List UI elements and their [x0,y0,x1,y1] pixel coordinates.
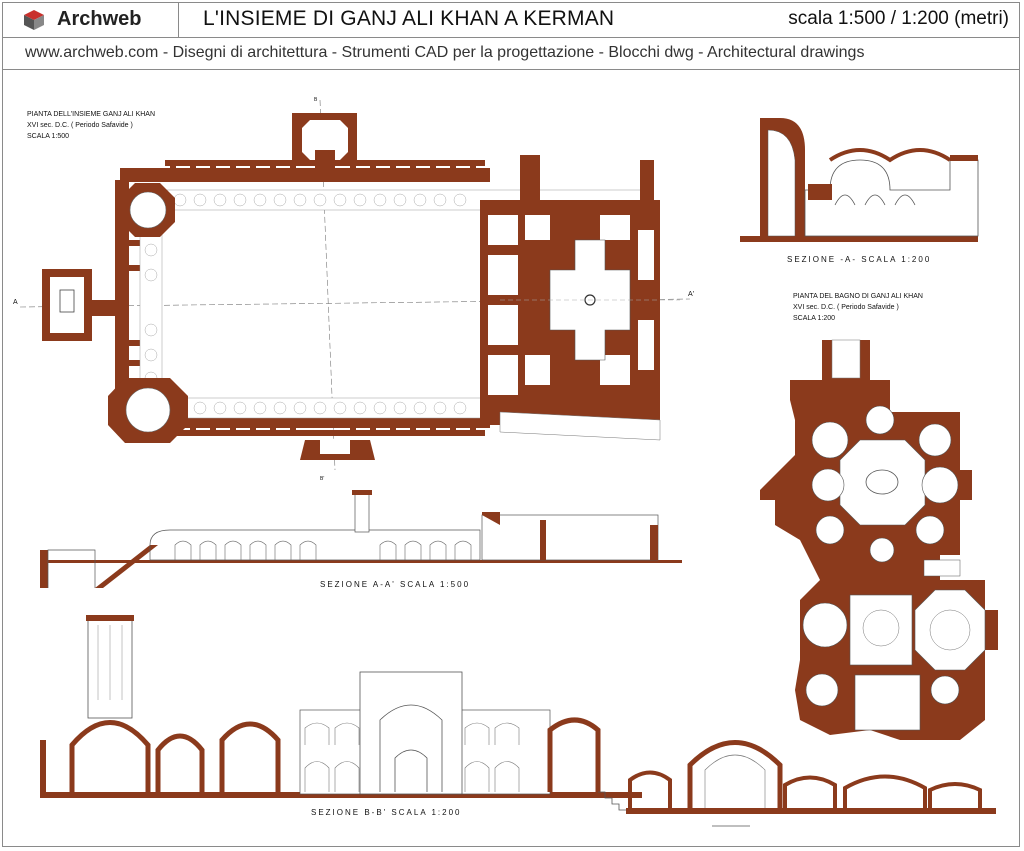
bath-legend: PIANTA DEL BAGNO DI GANJ ALI KHAN XVI se… [793,291,923,324]
plan-legend-period: XVI sec. D.C. ( Periodo Safavide ) [27,122,133,129]
drawing-title: L'INSIEME DI GANJ ALI KHAN A KERMAN [203,7,615,30]
site-tagline-bar: www.archweb.com - Disegni di architettur… [3,38,1019,70]
drawing-scale: scala 1:500 / 1:200 (metri) [788,8,1009,29]
section-aa-caption: SEZIONE A-A' SCALA 1:500 [320,580,471,589]
bath-plan [760,339,998,740]
plan-legend-scale: SCALA 1:500 [27,133,70,140]
cut-mark-b: B [314,97,318,103]
site-tagline[interactable]: www.archweb.com - Disegni di architettur… [25,44,865,61]
section-a-caption: SEZIONE -A- SCALA 1:200 [787,255,932,264]
plan-legend: PIANTA DELL'INSIEME GANJ ALI KHAN XVI se… [27,109,155,142]
cube-logo-icon [24,10,44,30]
brand-name: Archweb [57,8,142,30]
cut-mark-b-prime: B' [320,476,325,482]
brand-logo[interactable]: Archweb [3,3,179,37]
section-bb-drawing [40,615,996,827]
plan-legend-title: PIANTA DELL'INSIEME GANJ ALI KHAN [27,111,156,118]
title-block: Archweb L'INSIEME DI GANJ ALI KHAN A KER… [3,3,1019,38]
bath-legend-scale: SCALA 1:200 [793,315,836,322]
section-aa-drawing [40,490,682,588]
section-a-drawing [740,118,979,242]
section-bb-caption: SEZIONE B-B' SCALA 1:200 [311,808,462,817]
cut-mark-a-prime: A' [688,291,695,298]
bath-legend-period: XVI sec. D.C. ( Periodo Safavide ) [793,304,899,311]
site-plan [19,99,691,471]
bath-legend-title: PIANTA DEL BAGNO DI GANJ ALI KHAN [793,293,923,300]
cut-mark-a: A [13,299,18,306]
